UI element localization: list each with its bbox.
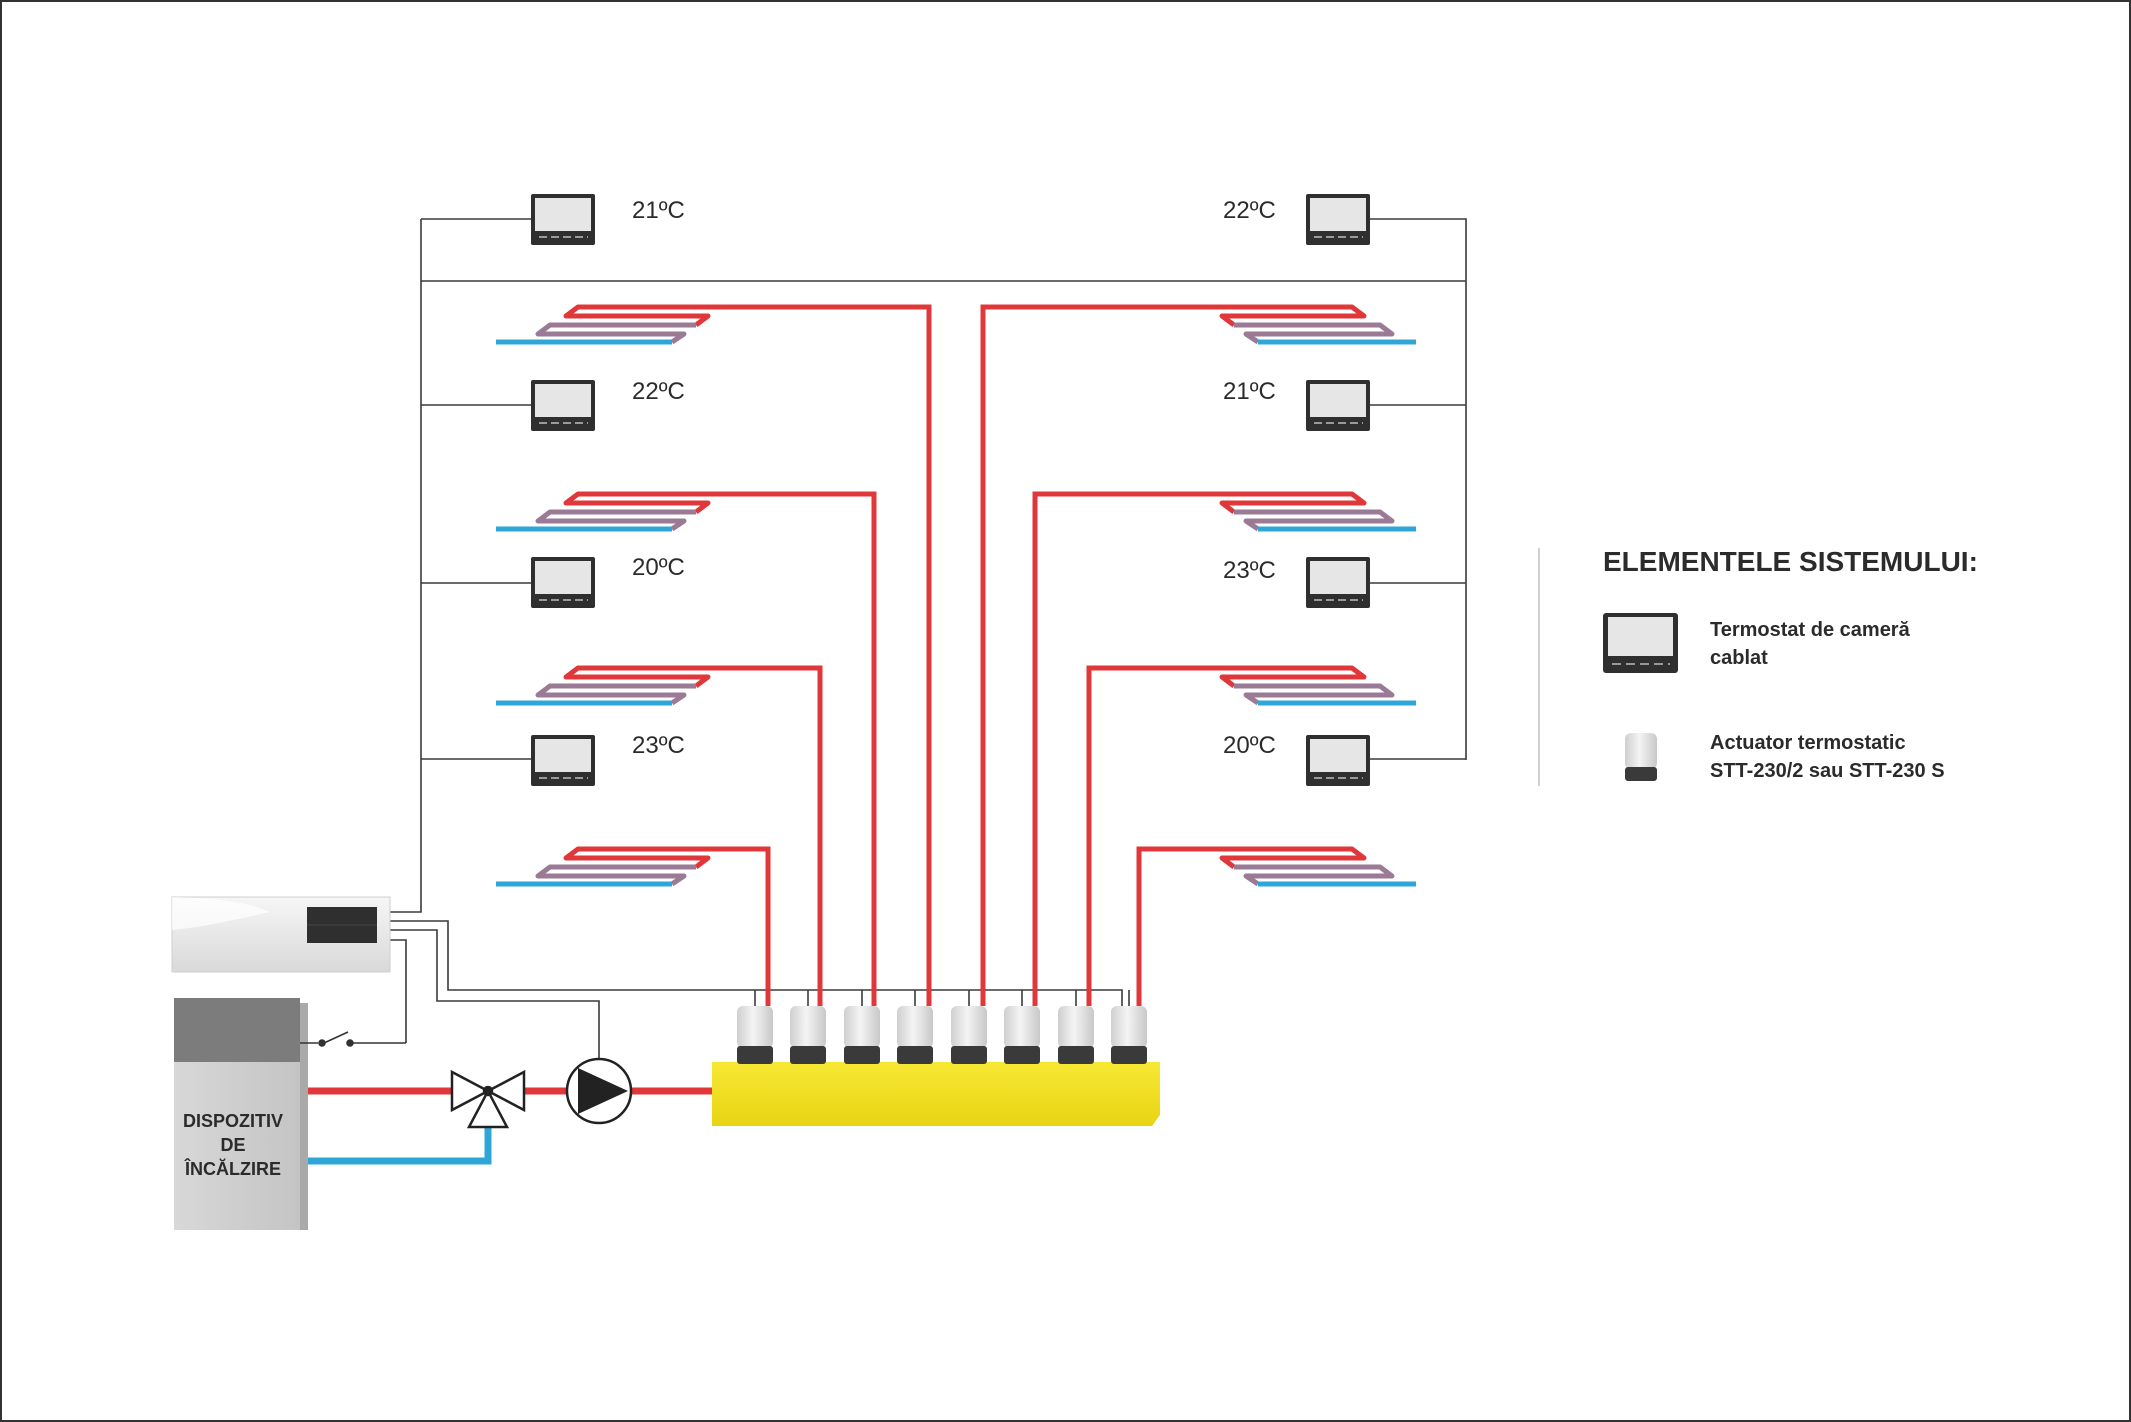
circulation-pump (565, 1057, 633, 1125)
zone-right-2-temp: 21ºC (1223, 378, 1276, 405)
wire-13 (390, 939, 407, 1043)
floor-loop-right-4 (1210, 846, 1416, 887)
manifold (712, 1062, 1160, 1126)
floor-loop-left-2 (496, 491, 720, 532)
legend-actuator-icon (1625, 733, 1657, 781)
wire-12 (390, 929, 600, 1059)
zone-left-1-temp: 21ºC (632, 197, 685, 224)
legend-thermostat-label-2: cablat (1710, 647, 1768, 669)
actuator-2 (790, 1006, 826, 1064)
zone-left-4-temp: 23ºC (632, 732, 685, 759)
zone-left-3-temp: 20ºC (632, 554, 685, 581)
actuator-6 (1004, 1006, 1040, 1064)
legend-thermostat-icon (1603, 613, 1678, 673)
floor-heating-loops (496, 304, 1416, 887)
thermostatic-actuators (737, 1006, 1147, 1064)
floor-loop-left-3 (496, 665, 720, 706)
heating-device-label-3: ÎNCĂLZIRE (184, 1158, 281, 1179)
actuator-5 (951, 1006, 987, 1064)
room-thermostats (531, 194, 1370, 786)
legend-thermostat-label-1: Termostat de cameră (1710, 619, 1911, 641)
thermostat-right-2 (1306, 380, 1370, 431)
legend-actuator-label-1: Actuator termostatic (1710, 732, 1906, 754)
wiring (390, 218, 1467, 1059)
central-controller (171, 896, 391, 973)
zone-right-4-temp: 20ºC (1223, 732, 1276, 759)
wire-1 (390, 219, 422, 913)
zone-right-1-temp: 22ºC (1223, 197, 1276, 224)
actuator-4 (897, 1006, 933, 1064)
thermostat-right-4 (1306, 735, 1370, 786)
actuator-7 (1058, 1006, 1094, 1064)
thermostat-left-3 (531, 557, 595, 608)
actuator-3 (844, 1006, 880, 1064)
legend-title: ELEMENTELE SISTEMULUI: (1603, 546, 1978, 577)
thermostat-right-3 (1306, 557, 1370, 608)
supply-pipe-5 (980, 304, 1210, 1006)
thermostat-right-1 (1306, 194, 1370, 245)
supply-pipe-7 (1086, 665, 1220, 1006)
thermostat-left-1 (531, 194, 595, 245)
floor-loop-right-3 (1210, 665, 1416, 706)
zone-right-3-temp: 23ºC (1223, 557, 1276, 584)
supply-pipe-6 (1032, 491, 1220, 1006)
heating-device: DISPOZITIV DE ÎNCĂLZIRE (174, 998, 308, 1230)
wire-3 (1370, 218, 1467, 760)
legend: ELEMENTELE SISTEMULUI: Termostat de came… (1538, 546, 1978, 786)
legend-actuator-label-2: STT-230/2 sau STT-230 S (1710, 760, 1945, 782)
thermostat-left-4 (531, 735, 595, 786)
actuator-1 (737, 1006, 773, 1064)
supply-pipe-8 (1136, 846, 1220, 1006)
floor-loop-left-4 (496, 846, 720, 887)
boiler-switch (300, 1031, 406, 1047)
supply-pipe-1 (720, 304, 932, 1006)
supply-pipes (700, 304, 1220, 1006)
supply-pipe-2 (710, 491, 877, 1006)
heating-device-label-1: DISPOZITIV (183, 1111, 283, 1131)
zone-left-2-temp: 22ºC (632, 378, 685, 405)
supply-pipe-3 (700, 665, 823, 1006)
floor-loop-right-1 (1210, 304, 1416, 345)
boiler-top-panel (174, 998, 300, 1062)
actuator-8 (1111, 1006, 1147, 1064)
floor-loop-left-1 (496, 304, 720, 345)
heating-device-label-2: DE (220, 1135, 245, 1155)
thermostat-left-2 (531, 380, 595, 431)
floor-loop-right-2 (1210, 491, 1416, 532)
mixing-valve (450, 1069, 526, 1129)
supply-pipe-4 (700, 846, 771, 1006)
wire-11 (390, 920, 1123, 1006)
